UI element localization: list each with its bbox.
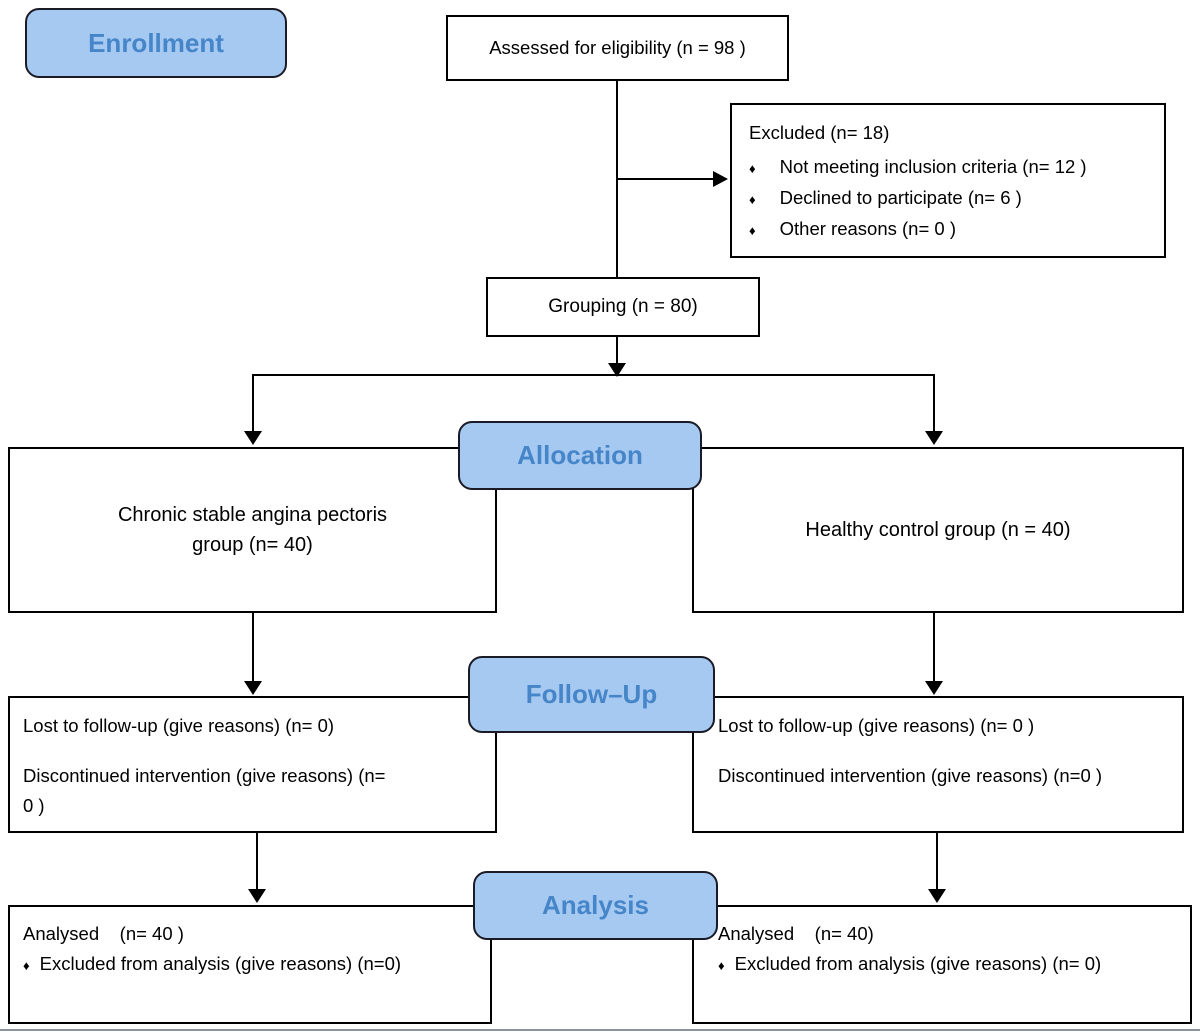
- allocation-right-text: Healthy control group (n = 40): [805, 519, 1071, 541]
- figure-bottom-edge: [0, 1029, 1200, 1031]
- allocation-left-box: Chronic stable angina pectoris group (n=…: [8, 447, 497, 613]
- followup-left-line1: Lost to follow-up (give reasons) (n= 0): [23, 715, 335, 736]
- analysis-right-box: Analysed (n= 40) ♦ Excluded from analysi…: [692, 905, 1192, 1024]
- excluded-title: Excluded (n= 18): [749, 122, 890, 143]
- allocation-left-line2: group (n= 40): [192, 534, 313, 556]
- analysis-left-bullet-row: ♦ Excluded from analysis (give reasons) …: [23, 949, 482, 980]
- stage-allocation: Allocation: [458, 421, 702, 490]
- analysis-left-box: Analysed (n= 40 ) ♦ Excluded from analys…: [8, 905, 492, 1024]
- analysis-left-line1: Analysed (n= 40 ): [23, 923, 184, 944]
- followup-left-box: Lost to follow-up (give reasons) (n= 0) …: [8, 696, 497, 833]
- connector-alloc-to-followup-right: [933, 613, 935, 682]
- bullet-diamond-icon: ♦: [718, 958, 725, 973]
- arrowhead-excluded-icon: [713, 171, 728, 187]
- connector-grouping-to-split: [616, 337, 618, 365]
- bullet-diamond-icon: ♦: [749, 223, 756, 238]
- excluded-bullet-row: ♦ Declined to participate (n= 6 ): [749, 183, 1156, 214]
- stage-analysis: Analysis: [473, 871, 718, 940]
- arrowhead-followup-right-icon: [925, 681, 943, 695]
- excluded-box: Excluded (n= 18) ♦ Not meeting inclusion…: [730, 103, 1166, 258]
- connector-followup-to-analysis-right: [936, 833, 938, 890]
- arrowhead-allocation-left-icon: [244, 431, 262, 445]
- followup-left-line2: Discontinued intervention (give reasons)…: [23, 765, 386, 786]
- grouping-box: Grouping (n = 80): [486, 277, 760, 337]
- allocation-left-line1: Chronic stable angina pectoris: [117, 504, 388, 526]
- analysis-left-bullet: Excluded from analysis (give reasons) (n…: [39, 953, 402, 974]
- excluded-bullet-1: Not meeting inclusion criteria (n= 12 ): [779, 156, 1087, 177]
- bullet-diamond-icon: ♦: [23, 958, 30, 973]
- excluded-bullet-row: ♦ Other reasons (n= 0 ): [749, 214, 1156, 245]
- split-line: [253, 374, 935, 376]
- grouping-text: Grouping (n = 80): [548, 296, 698, 317]
- stage-followup-label: Follow–Up: [525, 679, 658, 709]
- connector-split-left: [252, 374, 254, 432]
- analysis-right-line1: Analysed (n= 40): [718, 923, 874, 944]
- stage-enrollment: Enrollment: [25, 8, 287, 78]
- assessed-text: Assessed for eligibility (n = 98 ): [489, 37, 746, 58]
- allocation-right-box: Healthy control group (n = 40): [692, 447, 1184, 613]
- excluded-bullet-2: Declined to participate (n= 6 ): [779, 187, 1022, 208]
- followup-right-box: Lost to follow-up (give reasons) (n= 0 )…: [692, 696, 1184, 833]
- followup-right-line1: Lost to follow-up (give reasons) (n= 0 ): [718, 715, 1035, 736]
- stage-allocation-label: Allocation: [517, 440, 643, 470]
- arrowhead-analysis-right-icon: [928, 889, 946, 903]
- bullet-diamond-icon: ♦: [749, 161, 756, 176]
- analysis-right-bullet: Excluded from analysis (give reasons) (n…: [734, 953, 1102, 974]
- stage-analysis-label: Analysis: [542, 890, 649, 920]
- connector-alloc-to-followup-left: [252, 613, 254, 682]
- stage-enrollment-label: Enrollment: [88, 27, 224, 58]
- assessed-box: Assessed for eligibility (n = 98 ): [446, 15, 789, 81]
- arrowhead-analysis-left-icon: [248, 889, 266, 903]
- connector-followup-to-analysis-left: [256, 833, 258, 890]
- arrowhead-allocation-right-icon: [925, 431, 943, 445]
- connector-to-excluded: [617, 178, 713, 180]
- followup-right-line2: Discontinued intervention (give reasons)…: [718, 765, 1103, 786]
- connector-split-right: [933, 374, 935, 432]
- followup-left-line3: 0 ): [23, 795, 45, 816]
- excluded-bullet-row: ♦ Not meeting inclusion criteria (n= 12 …: [749, 152, 1156, 183]
- excluded-bullet-3: Other reasons (n= 0 ): [779, 218, 956, 239]
- stage-followup: Follow–Up: [468, 656, 715, 733]
- analysis-right-bullet-row: ♦ Excluded from analysis (give reasons) …: [718, 949, 1182, 980]
- arrowhead-followup-left-icon: [244, 681, 262, 695]
- arrowhead-split-icon: [608, 363, 626, 377]
- bullet-diamond-icon: ♦: [749, 192, 756, 207]
